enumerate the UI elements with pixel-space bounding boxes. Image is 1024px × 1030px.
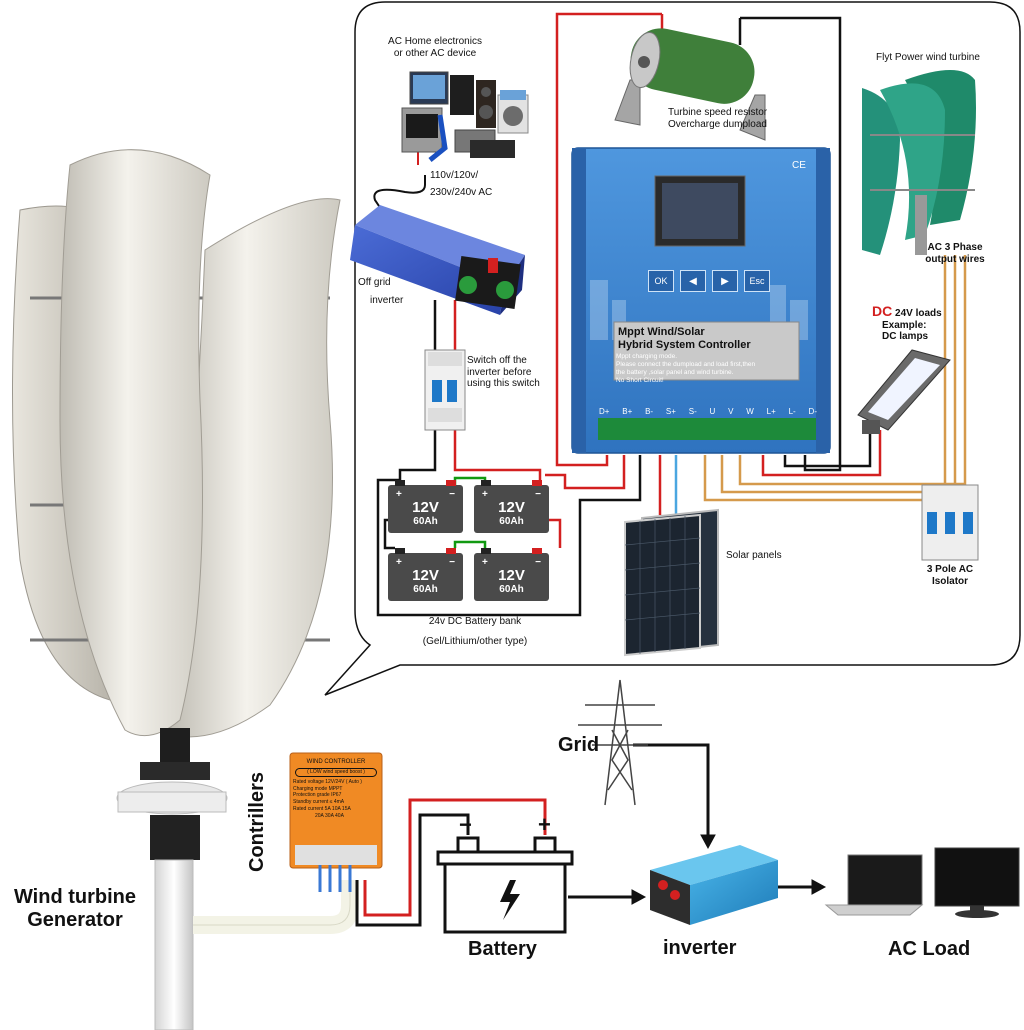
callout-wiring — [373, 12, 967, 617]
car-battery-icon — [436, 836, 574, 934]
battery-unit-3 — [388, 548, 463, 601]
dc-street-lamp — [857, 349, 951, 434]
controller-left-button: ◀ — [680, 270, 706, 292]
three-pole-isolator — [921, 484, 979, 561]
wind-controller-box — [289, 752, 383, 892]
resistor-label: Turbine speed resistor Overcharge dumplo… — [668, 107, 768, 130]
terminal-label: D+ — [599, 407, 610, 416]
terminal-label: U — [709, 407, 716, 416]
off-grid-inverter-label: Off grid inverter — [358, 277, 404, 306]
controller-right-button: ▶ — [712, 270, 738, 292]
small-controller-text: WIND CONTROLLER ( LOW wind speed boost )… — [293, 758, 379, 819]
monitor-icon — [934, 847, 1020, 918]
bottom-wiring — [355, 743, 827, 927]
ac-voltage-label: 110v/120v/ 230v/240v AC — [430, 170, 493, 198]
off-grid-inverter — [350, 205, 525, 315]
inverter-label: inverter — [663, 937, 737, 959]
generator-label: Wind turbine Generator — [13, 886, 137, 931]
ac-devices-label: AC Home electronics or other AC device — [388, 36, 482, 59]
controller-esc-button: Esc — [744, 270, 770, 292]
solar-panels — [624, 508, 719, 657]
battery-minus-sign: − — [459, 812, 472, 837]
ac-appliances — [401, 71, 529, 162]
dc-loads-text: 24V loads — [892, 308, 942, 319]
controllers-label: Contrillers — [246, 771, 268, 872]
terminal-label: W — [746, 407, 754, 416]
battery-unit-4 — [474, 548, 549, 601]
controller-note: Mppt charging mode. Please connect the d… — [616, 353, 756, 385]
battery-plus-sign: + — [538, 812, 551, 837]
solar-panels-label: Solar panels — [726, 550, 782, 561]
controller-buttons: OK ◀ ▶ Esc — [648, 270, 770, 292]
battery-label-2: + − 12V 60Ah — [482, 489, 541, 527]
flyt-wind-turbine — [862, 70, 976, 255]
terminal-label: B- — [645, 407, 654, 416]
isolator-label: 3 Pole AC Isolator — [926, 564, 974, 587]
wind-turbine-label: Flyt Power wind turbine — [876, 52, 980, 63]
ac-load-label: AC Load — [888, 938, 971, 960]
terminal-label: S- — [688, 407, 697, 416]
terminal-label: B+ — [622, 407, 633, 416]
controller-ok-button: OK — [648, 270, 674, 292]
battery-label-1: + − 12V 60Ah — [396, 489, 455, 527]
battery-label: Battery — [468, 938, 537, 960]
battery-bank — [388, 480, 549, 601]
dc-breaker-switch — [424, 349, 466, 431]
terminal-label: D- — [808, 407, 817, 416]
dc-loads-label: DC 24V loads Example: DC lamps — [872, 303, 942, 342]
mppt-controller — [571, 147, 831, 454]
controller-title: Mppt Wind/Solar Hybrid System Controller — [618, 326, 751, 351]
terminal-label: L- — [788, 407, 796, 416]
battery-label-3: + − 12V 60Ah — [396, 557, 455, 595]
battery-bank-label: 24v DC Battery bank (Gel/Lithium/other t… — [422, 616, 528, 647]
dc-prefix: DC — [872, 303, 893, 319]
terminal-label: V — [728, 407, 734, 416]
blue-inverter — [650, 845, 778, 925]
terminal-labels: D+ B+ B- S+ S- U V W L+ L- D- — [599, 407, 817, 416]
switch-note-label: Switch off the inverter before using thi… — [467, 355, 540, 389]
grid-label: Grid — [558, 734, 600, 756]
battery-unit-2 — [474, 480, 549, 533]
ce-mark: CE — [792, 160, 806, 171]
battery-label-4: + − 12V 60Ah — [482, 557, 541, 595]
phase-wires-label: AC 3 Phase output wires — [925, 242, 985, 265]
transmission-tower — [578, 679, 662, 806]
terminal-label: S+ — [665, 407, 676, 416]
vertical-wind-turbine — [12, 149, 359, 1030]
terminal-label: L+ — [766, 407, 776, 416]
dumpload-resistor — [614, 28, 766, 141]
laptop-icon — [824, 854, 924, 916]
battery-unit-1 — [388, 480, 463, 533]
